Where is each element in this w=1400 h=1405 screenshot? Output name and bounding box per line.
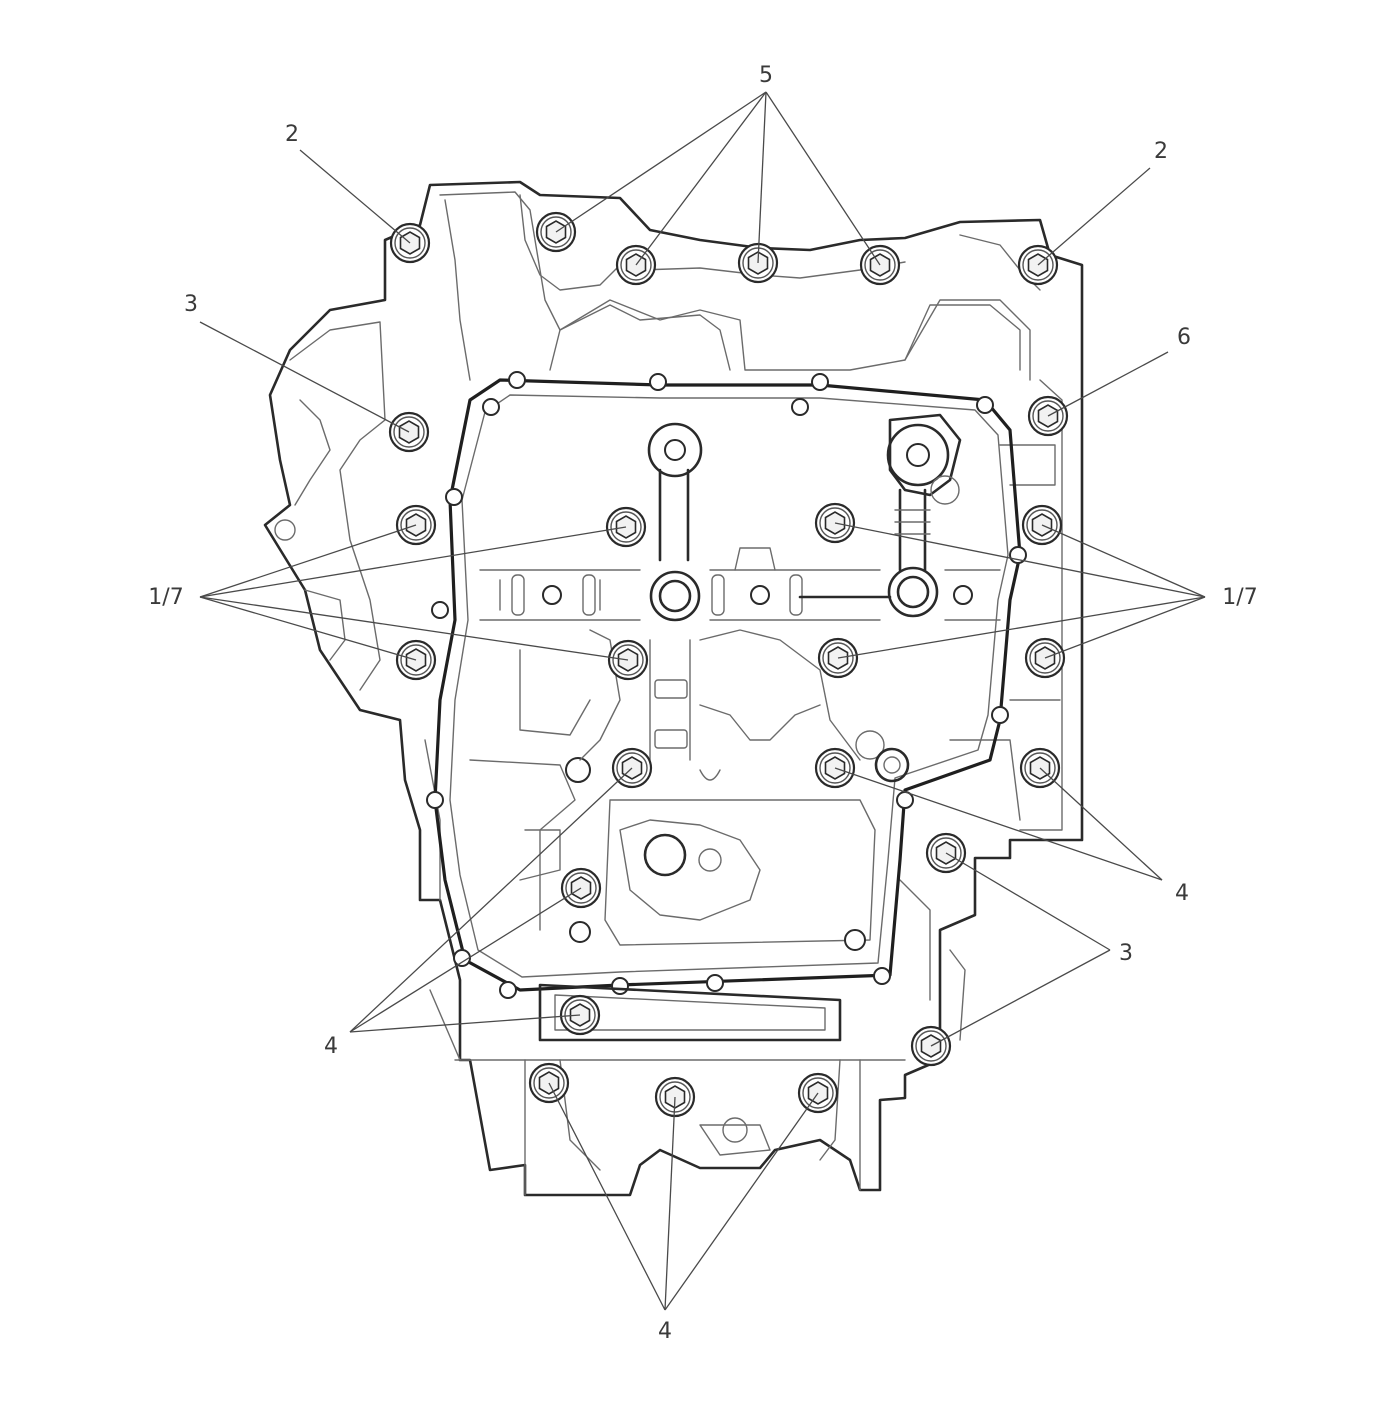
- leader-line-17b-1: [834, 522, 1206, 598]
- callout-label-1-7-left: 1/7: [148, 585, 183, 610]
- callout-label-5: 5: [759, 63, 773, 88]
- callout-label-2-right: 2: [1154, 139, 1168, 164]
- leader-line-17a-3: [199, 596, 417, 661]
- leader-line-5-4: [765, 91, 881, 266]
- leader-line-17b-2: [1041, 524, 1206, 598]
- leader-line-5-1: [555, 91, 767, 233]
- crankcase-outline: [263, 180, 1084, 1197]
- leader-line-5-3: [757, 91, 767, 264]
- leader-line-4b-1: [349, 767, 633, 1033]
- leader-line-3b-1: [945, 852, 1111, 951]
- leader-line-4a-2: [1039, 767, 1163, 881]
- leader-line-4c-2: [664, 1096, 676, 1311]
- leader-line-4a-1: [834, 767, 1163, 881]
- callout-label-4-bottom: 4: [658, 1319, 672, 1344]
- leader-line-4c-3: [664, 1092, 819, 1311]
- callout-label-3-left: 3: [184, 292, 198, 317]
- gasket-holes: [426, 371, 1027, 999]
- leader-line-6-1: [1047, 351, 1169, 417]
- leader-line-4b-2: [349, 887, 582, 1033]
- callout-label-4-left: 4: [324, 1034, 338, 1059]
- leader-line-17a-4: [199, 596, 629, 661]
- leader-line-4b-3: [349, 1014, 581, 1033]
- leader-line-2a-1: [299, 149, 411, 244]
- callout-label-6: 6: [1177, 325, 1191, 350]
- leader-line-17a-2: [199, 526, 627, 598]
- callout-label-4-right: 4: [1175, 881, 1189, 906]
- leader-line-4c-1: [548, 1082, 666, 1311]
- callout-label-3-right: 3: [1119, 941, 1133, 966]
- leader-line-5-2: [635, 91, 767, 266]
- callout-label-1-7-right: 1/7: [1222, 585, 1257, 610]
- leader-line-17b-3: [837, 596, 1206, 659]
- internal-structure: [429, 413, 1001, 1061]
- leader-line-2b-1: [1037, 167, 1151, 266]
- leader-line-17b-4: [1044, 596, 1206, 659]
- sump-gasket: [426, 371, 1027, 999]
- leader-line-3a-1: [199, 321, 410, 433]
- leader-line-3b-2: [930, 949, 1111, 1047]
- leader-lines: [199, 91, 1206, 1311]
- leader-line-17a-1: [199, 524, 417, 598]
- callout-label-2-left: 2: [285, 122, 299, 147]
- bolt-3b-2: [910, 1025, 952, 1067]
- callout-labels: 5 2 2 3 6 1/7 1/7 4 3 4 4: [148, 63, 1257, 1344]
